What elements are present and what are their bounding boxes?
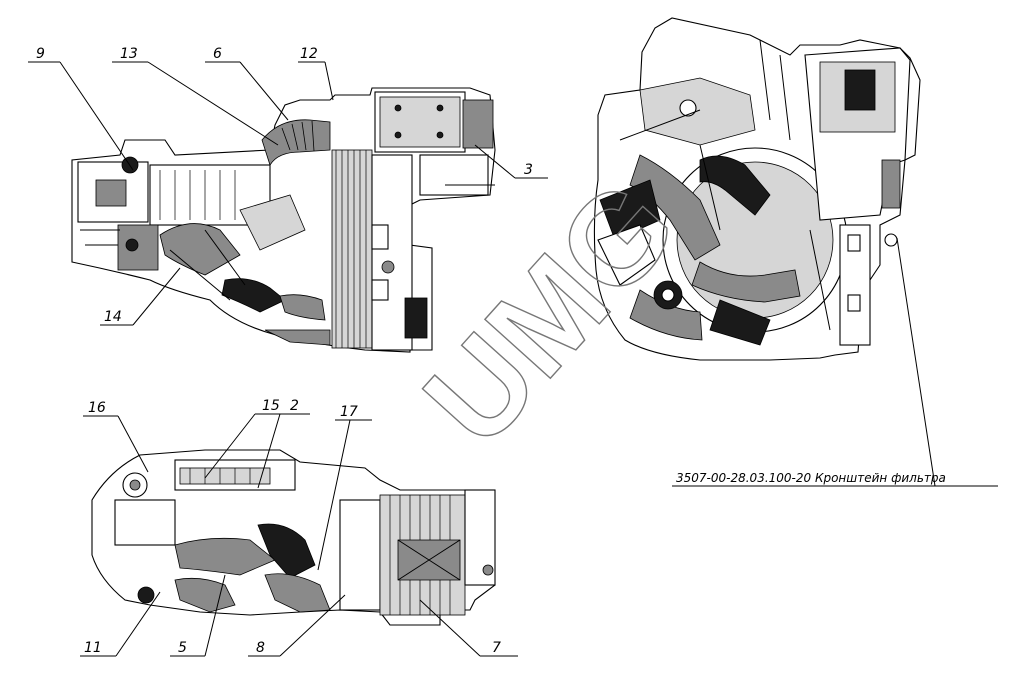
engine-view-top-left bbox=[71, 87, 496, 353]
callout-9: 9 bbox=[36, 46, 45, 62]
callout-17: 17 bbox=[340, 404, 358, 420]
callout-11: 11 bbox=[84, 640, 102, 656]
callout-6: 6 bbox=[213, 46, 222, 62]
callout-3: 3 bbox=[524, 162, 533, 178]
callout-12: 12 bbox=[300, 46, 318, 62]
engine-view-isometric-right bbox=[593, 17, 921, 361]
callout-labels: 9 13 6 12 3 14 16 15 2 17 11 5 8 7 3507-… bbox=[36, 46, 946, 656]
part-caption: 3507-00-28.03.100-20 Кронштейн фильтра bbox=[676, 471, 946, 485]
callout-13: 13 bbox=[120, 46, 138, 62]
callout-15: 15 bbox=[262, 398, 280, 414]
callout-8: 8 bbox=[256, 640, 265, 656]
callout-16: 16 bbox=[88, 400, 106, 416]
leader-lines bbox=[28, 61, 998, 657]
engine-view-bottom-left bbox=[91, 449, 496, 626]
callout-5: 5 bbox=[178, 640, 187, 656]
callout-14: 14 bbox=[104, 309, 122, 325]
callout-2: 2 bbox=[290, 398, 299, 414]
callout-7: 7 bbox=[492, 640, 501, 656]
